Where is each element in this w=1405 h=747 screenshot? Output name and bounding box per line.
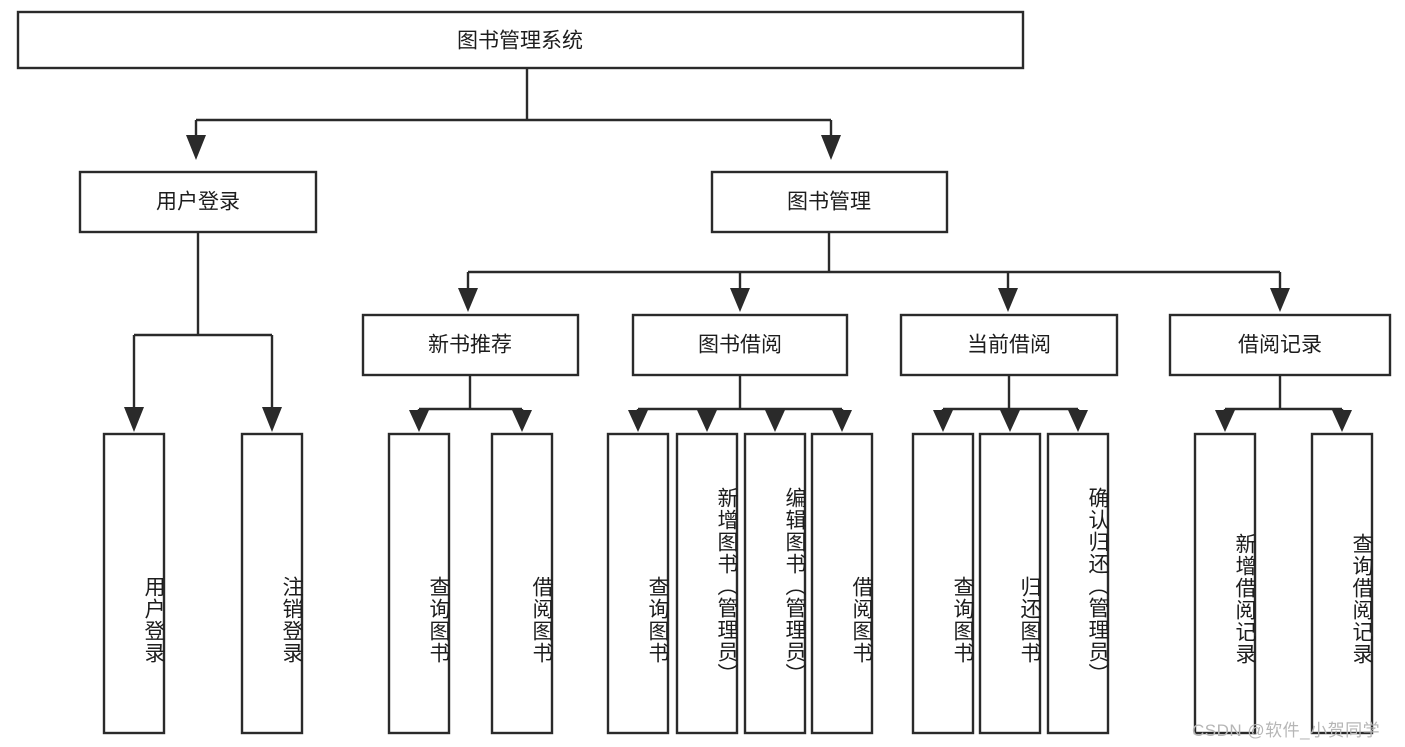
connector-root-to-level2 xyxy=(186,68,841,160)
node-book-manage[interactable]: 图书管理 xyxy=(710,170,949,234)
node-leaf-return-book-box[interactable] xyxy=(978,432,1042,735)
node-current-borrow[interactable]: 当前借阅 xyxy=(899,313,1119,377)
node-current-borrow-label: 当前借阅 xyxy=(967,334,1051,357)
node-leaf-user-login-box[interactable] xyxy=(102,432,166,735)
node-new-book-recommend-label: 新书推荐 xyxy=(428,334,512,357)
node-user-login[interactable]: 用户登录 xyxy=(78,170,318,234)
arrowhead-to-leaf-query-record xyxy=(1332,410,1352,432)
connector-new-book-recommend-to-leaves xyxy=(409,375,532,432)
connector-borrow-record-to-leaves xyxy=(1215,375,1352,432)
node-user-login-label: 用户登录 xyxy=(156,191,240,214)
csdn-watermark: CSDN @软件_小贺同学 xyxy=(1192,721,1381,740)
node-new-book-recommend[interactable]: 新书推荐 xyxy=(361,313,580,377)
node-borrow-record[interactable]: 借阅记录 xyxy=(1168,313,1392,377)
arrowhead-to-leaf-return-book xyxy=(1000,410,1020,432)
node-leaf-query-book-2-box[interactable] xyxy=(606,432,670,735)
arrowhead-to-current-borrow xyxy=(998,288,1018,312)
arrowhead-to-leaf-query-book-2 xyxy=(628,410,648,432)
arrowhead-to-leaf-borrow-book-1 xyxy=(512,410,532,432)
node-root-label: 图书管理系统 xyxy=(457,30,583,53)
node-leaf-edit-book-box[interactable] xyxy=(743,432,807,735)
node-leaf-add-book-box[interactable] xyxy=(675,432,739,735)
node-leaf-borrow-book-2-box[interactable] xyxy=(810,432,874,735)
node-leaf-user-logout-box[interactable] xyxy=(240,432,304,735)
connector-current-borrow-to-leaves xyxy=(933,375,1088,432)
arrowhead-to-leaf-query-book-3 xyxy=(933,410,953,432)
arrowhead-to-leaf-user-logout xyxy=(262,407,282,432)
node-root[interactable]: 图书管理系统 xyxy=(16,10,1025,70)
node-book-manage-label: 图书管理 xyxy=(787,191,871,214)
node-leaf-borrow-book-1-box[interactable] xyxy=(490,432,554,735)
node-book-borrow[interactable]: 图书借阅 xyxy=(631,313,849,377)
node-root-box[interactable] xyxy=(16,10,1025,70)
node-leaf-query-book-1-box[interactable] xyxy=(387,432,451,735)
arrowhead-to-leaf-query-book-1 xyxy=(409,410,429,432)
node-current-borrow-box[interactable] xyxy=(899,313,1119,377)
arrowhead-to-book-borrow xyxy=(730,288,750,312)
node-user-login-box[interactable] xyxy=(78,170,318,234)
node-book-borrow-label: 图书借阅 xyxy=(698,334,782,357)
node-new-book-recommend-box[interactable] xyxy=(361,313,580,377)
connector-book-manage-to-level3 xyxy=(458,232,1290,312)
arrowhead-to-user-login xyxy=(186,135,206,160)
connector-user-login-to-leaves xyxy=(124,232,282,432)
arrowhead-to-leaf-borrow-book-2 xyxy=(832,410,852,432)
arrowhead-to-new-book-recommend xyxy=(458,288,478,312)
node-leaf-confirm-return-box[interactable] xyxy=(1046,432,1110,735)
arrowhead-to-borrow-record xyxy=(1270,288,1290,312)
arrowhead-to-leaf-edit-book xyxy=(765,410,785,432)
arrowhead-to-leaf-user-login xyxy=(124,407,144,432)
node-leaf-add-record-box[interactable] xyxy=(1193,432,1257,735)
arrowhead-to-book-manage xyxy=(821,135,841,160)
node-borrow-record-label: 借阅记录 xyxy=(1238,334,1322,357)
connector-book-borrow-to-leaves xyxy=(628,375,852,432)
arrowhead-to-leaf-add-record xyxy=(1215,410,1235,432)
node-leaf-query-record-box[interactable] xyxy=(1310,432,1374,735)
arrowhead-to-leaf-confirm-return xyxy=(1068,410,1088,432)
node-leaf-query-book-3-box[interactable] xyxy=(911,432,975,735)
arrowhead-to-leaf-add-book xyxy=(697,410,717,432)
